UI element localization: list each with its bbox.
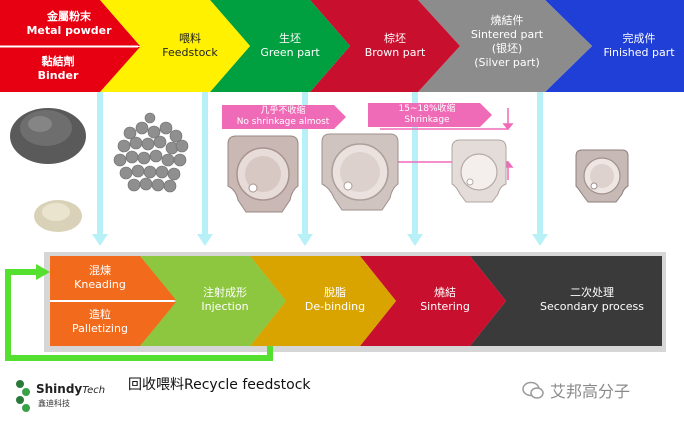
no-shrink-callout	[222, 105, 346, 129]
sintering-label: 燒結 Sintering	[400, 286, 490, 314]
no-shrink-zh: 几乎不收缩	[260, 106, 306, 116]
watermark: 艾邦高分子	[522, 378, 672, 402]
logo-subtitle: 鑫迪科技	[38, 399, 70, 408]
sintering-shape	[360, 256, 506, 346]
sintered-part-image	[451, 139, 507, 203]
palletizing-shape	[50, 302, 176, 346]
logo-name-text: Shindy	[36, 382, 83, 396]
green-part-image	[227, 135, 299, 213]
kneading-zh: 混煉	[89, 264, 111, 277]
green-part-band	[210, 0, 350, 92]
sintering-zh: 燒結	[434, 286, 456, 299]
shrink-callout	[368, 103, 492, 127]
no-shrink-en: No shrinkage almost	[236, 117, 330, 127]
binder-image	[34, 200, 82, 232]
wechat-icon	[522, 381, 544, 399]
finished-part-zh: 完成件	[622, 32, 656, 45]
palletizing-label: 造粒 Palletizing	[60, 308, 140, 336]
secondary-label: 二次处理 Secondary process	[522, 286, 662, 314]
process-row	[5, 252, 666, 361]
feedstock-en: Feedstock	[162, 46, 218, 59]
feedstock-label: 喂料 Feedstock	[150, 32, 230, 60]
secondary-en: Secondary process	[539, 300, 645, 313]
kneading-en: Kneading	[74, 278, 126, 291]
injection-label: 注射成形 Injection	[180, 286, 270, 314]
binder-label: 黏結劑 Binder	[8, 55, 108, 83]
brown-part-band	[310, 0, 460, 92]
green-part-label: 生坯 Green part	[250, 32, 330, 60]
palletizing-en: Palletizing	[72, 322, 128, 335]
feedstock-pellets-image	[113, 112, 189, 193]
watermark-text: 艾邦高分子	[550, 382, 631, 401]
recycle-feedstock-label: 回收喂料Recycle feedstock	[128, 377, 311, 393]
shrink-pct: 15~18%收缩	[398, 104, 456, 114]
sintered-part-alt-zh: (银坯)	[491, 42, 523, 55]
recycle-loop	[5, 269, 273, 361]
binder-zh: 黏結劑	[41, 55, 75, 68]
secondary-process-shape	[470, 256, 662, 346]
metal-powder-band	[0, 0, 140, 46]
metal-powder-en: Metal powder	[26, 24, 112, 37]
finished-part-image	[575, 149, 629, 203]
sintered-part-label: 燒結件 Sintered part (银坯) (Silver part)	[462, 14, 552, 70]
green-part-zh: 生坯	[279, 32, 301, 45]
injection-shape	[140, 256, 286, 346]
metal-powder-label: 金屬粉末 Metal powder	[14, 10, 124, 38]
metal-powder-image	[10, 108, 86, 164]
shindytech-logo: ShindyTech 鑫迪科技	[12, 376, 112, 416]
brown-part-zh: 棕坯	[384, 32, 406, 45]
binder-en: Binder	[37, 69, 79, 82]
metal-powder-zh: 金屬粉末	[47, 10, 91, 23]
debinding-zh: 脫脂	[324, 286, 346, 299]
secondary-zh: 二次处理	[570, 286, 614, 299]
logo-suffix-text: Tech	[82, 385, 106, 396]
sintered-part-zh: 燒結件	[490, 14, 524, 27]
finished-part-label: 完成件 Finished part	[596, 32, 682, 60]
recycle-arrowhead	[36, 264, 50, 280]
stage-banner	[0, 0, 684, 92]
connector-heads	[92, 234, 548, 246]
kneading-label: 混煉 Kneading	[60, 264, 140, 292]
kneading-shape	[50, 256, 176, 300]
sintering-en: Sintering	[420, 300, 470, 313]
logo-name: ShindyTech	[36, 382, 105, 396]
feedstock-band	[100, 0, 250, 92]
sintered-part-alt-en: (Silver part)	[474, 56, 540, 69]
shrink-text: 15~18%收缩 Shrinkage	[372, 104, 482, 126]
brown-part-en: Brown part	[364, 46, 426, 59]
middle-area	[10, 92, 629, 246]
injection-zh: 注射成形	[203, 286, 247, 299]
sintered-part-en: Sintered part	[470, 28, 544, 41]
green-part-en: Green part	[260, 46, 320, 59]
debinding-shape	[250, 256, 396, 346]
shrink-en: Shrinkage	[404, 115, 450, 125]
no-shrink-text: 几乎不收缩 No shrinkage almost	[228, 106, 338, 128]
injection-en: Injection	[201, 300, 249, 313]
palletizing-zh: 造粒	[89, 308, 111, 321]
debinding-en: De-binding	[304, 300, 366, 313]
binder-band	[0, 47, 140, 92]
finished-part-band	[545, 0, 684, 92]
logo-mark-icon	[16, 380, 30, 412]
debinding-label: 脫脂 De-binding	[290, 286, 380, 314]
finished-part-en: Finished part	[603, 46, 675, 59]
brown-part-label: 棕坯 Brown part	[352, 32, 438, 60]
brown-part-image	[321, 133, 399, 211]
feedstock-zh: 喂料	[179, 32, 201, 45]
sintered-part-band	[418, 0, 592, 92]
